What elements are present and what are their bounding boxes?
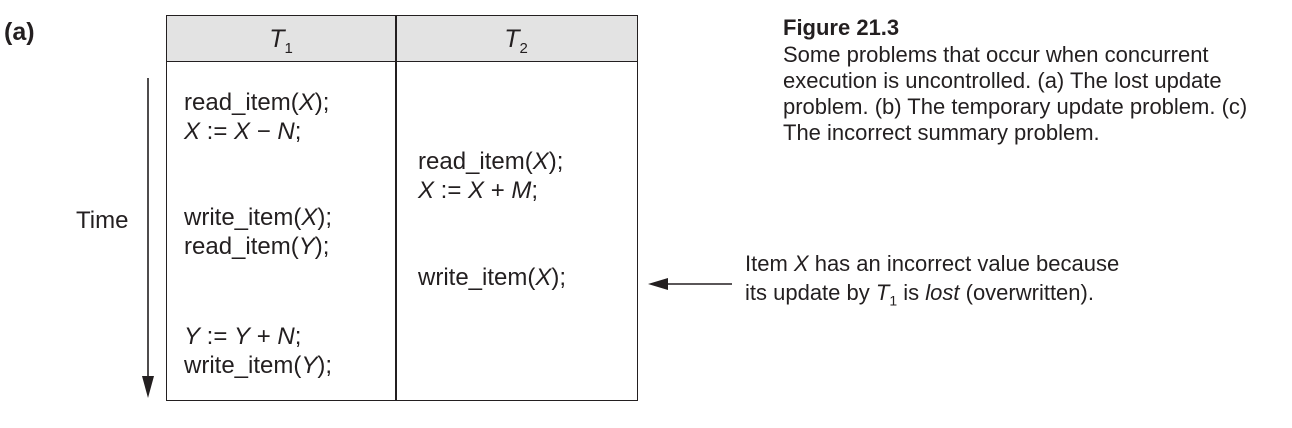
op-text: ); <box>548 148 564 175</box>
t1-op-line: X := X − N; <box>184 118 301 146</box>
schedule-table: T1 T2 <box>166 15 638 401</box>
op-text: − <box>250 118 278 145</box>
op-text: read_item( <box>184 89 299 116</box>
note-text: its update by <box>745 280 876 305</box>
header-t2-var: T <box>504 25 520 53</box>
t1-op-line: read_item(X); <box>184 89 329 117</box>
op-text: ); <box>314 233 330 260</box>
op-variable: Y <box>298 233 315 260</box>
op-text: + <box>250 323 278 350</box>
op-variable: X <box>301 204 318 231</box>
op-variable: X <box>468 177 485 204</box>
note-line-1: Item X has an incorrect value because <box>745 249 1119 278</box>
op-text: := <box>434 177 469 204</box>
op-text: := <box>200 118 235 145</box>
caption-title: Figure 21.3 <box>783 15 900 40</box>
note-text: Item <box>745 251 794 276</box>
header-t1-sub: 1 <box>284 40 293 57</box>
op-text: write_item( <box>184 204 302 231</box>
op-variable: X <box>234 118 251 145</box>
op-variable: X <box>418 177 435 204</box>
op-variable: Y <box>301 352 318 379</box>
t1-op-line: Y := Y + N; <box>184 323 301 351</box>
op-text: write_item( <box>184 352 302 379</box>
note-pointer-arrow <box>648 278 732 290</box>
header-t1-var: T <box>269 25 285 53</box>
caption-text: Some problems that occur when concurrent… <box>783 42 1248 145</box>
note-var: X <box>793 251 809 276</box>
header-t2-sub: 2 <box>519 40 528 57</box>
op-text: read_item( <box>184 233 299 260</box>
t1-op-line: read_item(Y); <box>184 233 329 261</box>
op-text: ; <box>294 323 302 350</box>
figure-caption: Figure 21.3 Some problems that occur whe… <box>783 14 1288 146</box>
op-text: write_item( <box>418 264 536 291</box>
op-text: ; <box>294 118 302 145</box>
note-sub: 1 <box>889 292 898 309</box>
note-line-2: its update by T1 is lost (overwritten). <box>745 278 1119 315</box>
op-text: + <box>484 177 512 204</box>
op-text: ); <box>317 352 333 379</box>
t1-op-line: write_item(Y); <box>184 352 332 380</box>
t2-op-line: X := X + M; <box>418 177 538 205</box>
column-header-t1: T1 <box>167 16 395 62</box>
column-header-t2: T2 <box>395 16 637 62</box>
op-variable: N <box>277 118 295 145</box>
op-variable: X <box>298 89 315 116</box>
t2-op-line: read_item(X); <box>418 148 563 176</box>
part-label: (a) <box>4 18 35 46</box>
op-text: ); <box>317 204 333 231</box>
note-var: T <box>875 280 890 305</box>
op-text: := <box>200 323 235 350</box>
op-text: ); <box>551 264 567 291</box>
column-divider <box>395 16 397 400</box>
t1-op-line: write_item(X); <box>184 204 332 232</box>
op-variable: M <box>511 177 532 204</box>
op-text: ); <box>314 89 330 116</box>
note-text: has an incorrect value because <box>808 251 1120 276</box>
note-text: (overwritten). <box>959 280 1094 305</box>
note-emphasis: lost <box>925 280 960 305</box>
op-variable: Y <box>234 323 251 350</box>
time-label: Time <box>76 207 129 234</box>
note-text: is <box>897 280 926 305</box>
op-variable: X <box>532 148 549 175</box>
lost-update-note: Item X has an incorrect value because it… <box>745 249 1119 315</box>
time-axis-arrow <box>142 78 154 398</box>
op-variable: X <box>184 118 201 145</box>
op-variable: N <box>277 323 295 350</box>
op-text: read_item( <box>418 148 533 175</box>
op-variable: X <box>535 264 552 291</box>
t2-op-line: write_item(X); <box>418 264 566 292</box>
op-text: ; <box>531 177 539 204</box>
op-variable: Y <box>184 323 201 350</box>
